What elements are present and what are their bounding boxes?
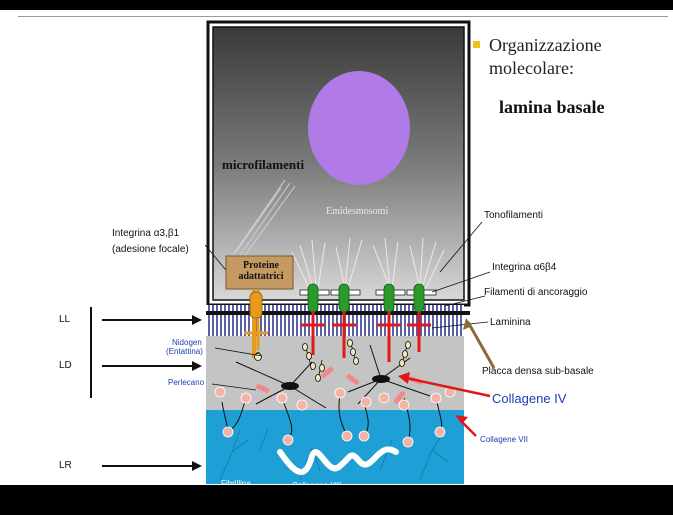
label-perlecano: Perlecano (168, 378, 205, 387)
collagen-iv-node (372, 375, 390, 383)
label-laminina: Laminina (490, 317, 531, 328)
label-nidogen: Nidogen (172, 338, 202, 347)
dermis-fibrils (219, 427, 449, 481)
collagen-iv-arrow (398, 372, 491, 398)
label-adesione-focale: (adesione focale) (112, 244, 189, 255)
adaptor-protein-box (225, 255, 294, 290)
label-layer-lr: LR (59, 460, 72, 471)
label-filamenti-ancoraggio: Filamenti di ancoraggio (484, 287, 588, 298)
label-entattina: (Entattina) (166, 347, 203, 356)
label-proteine-adattatrici: Proteine adattatrici (238, 260, 284, 282)
label-collagene-vii: Collagene VII (480, 435, 529, 444)
slide-subtitle: lamina basale (499, 97, 605, 117)
label-emidesmosomi: Emidesmosomi (326, 206, 389, 217)
label-integrina-a6b4: Integrina α6β4 (492, 262, 557, 273)
placca-pointer (463, 318, 496, 369)
label-placca-densa: Placca densa sub-basale (482, 366, 594, 377)
label-collagene-iv: Collagene IV (492, 391, 567, 406)
cell-membrane (206, 311, 470, 315)
label-layer-ll: LL (59, 314, 71, 325)
microfilament-lines (232, 179, 296, 259)
dermis (206, 410, 464, 484)
integrin-alpha6-beta4 (307, 283, 425, 313)
collagen-i-iii-fibre (277, 446, 399, 475)
top-bar (0, 0, 673, 10)
label-integrina-a3b1: Integrina α3,β1 (112, 228, 180, 239)
tonofilament-lines (291, 237, 445, 291)
label-layer-ld: LD (59, 360, 72, 371)
leader-lines (204, 221, 491, 391)
label-tonofilamenti: Tonofilamenti (484, 210, 543, 221)
integrin-alpha3-beta1 (244, 290, 268, 361)
nucleus (308, 71, 410, 185)
collagen-iv-node (281, 382, 299, 390)
laminin-crosses (301, 312, 431, 362)
perlecan-bars (256, 366, 423, 404)
bottom-bar (0, 485, 673, 515)
slide-title: Organizzazione molecolare: (489, 35, 602, 78)
label-microfilamenti: microfilamenti (222, 157, 305, 172)
square-bullet-icon (473, 41, 480, 48)
top-rule (18, 16, 668, 17)
collagen-vii-heads (214, 386, 456, 448)
lamina-lucida (206, 305, 464, 336)
collagen-vii-arrow (455, 415, 477, 437)
label-fibrillina: Fibrillina (221, 479, 251, 488)
layer-arrows (102, 315, 202, 471)
